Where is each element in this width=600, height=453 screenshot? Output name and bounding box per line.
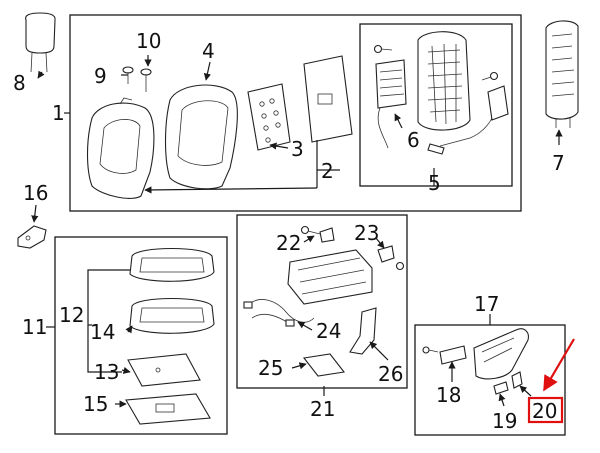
side-shield-part	[473, 328, 529, 380]
back-frame-cable-part	[427, 85, 509, 155]
callout-13: 13	[94, 360, 119, 384]
group-box-back-frame	[359, 23, 513, 187]
callout-labels: 1 2 3 4 5 6 7 8 9 10 11 12 13 14 15 16 1…	[13, 29, 565, 433]
callout-8: 8	[13, 71, 26, 95]
callout-3: 3	[291, 137, 304, 161]
highlight-arrow-20	[543, 338, 575, 392]
cushion-board-part	[127, 353, 201, 387]
lumbar-support-part	[375, 59, 407, 149]
small-clip-20	[511, 371, 523, 389]
callout-14: 14	[90, 320, 115, 344]
callout-7: 7	[552, 151, 565, 175]
back-frame-part	[417, 31, 471, 131]
callout-20: 20	[532, 399, 557, 423]
seat-harness-part	[243, 299, 315, 327]
callout-15: 15	[83, 392, 108, 416]
callout-16: 16	[23, 181, 48, 205]
callout-26: 26	[378, 362, 403, 386]
screw-part-9	[122, 66, 134, 84]
track-bolt-22	[300, 225, 335, 243]
cushion-pan-part	[125, 393, 211, 425]
callout-12: 12	[59, 303, 84, 327]
back-board-part	[303, 55, 353, 143]
shield-screw	[422, 346, 439, 354]
back-trim-panel-part	[545, 20, 579, 128]
track-bolt-23	[377, 245, 405, 271]
callout-17: 17	[474, 292, 499, 316]
back-frame-bolt-left	[373, 44, 393, 54]
highlight-box-20	[527, 396, 564, 424]
callout-19: 19	[492, 409, 517, 433]
callout-4: 4	[202, 39, 215, 63]
small-clip-19	[493, 381, 509, 395]
callout-9: 9	[94, 64, 107, 88]
callout-1: 1	[52, 101, 65, 125]
callout-10: 10	[136, 29, 161, 53]
callout-23: 23	[354, 221, 379, 245]
seat-back-cover-part	[165, 84, 238, 190]
callout-21: 21	[310, 397, 335, 421]
group-box-track	[236, 214, 408, 389]
callout-5: 5	[428, 171, 441, 195]
cushion-pad-part	[129, 297, 215, 334]
callout-2: 2	[321, 159, 334, 183]
bracket-part-16	[17, 225, 47, 249]
callout-24: 24	[316, 319, 341, 343]
seat-track-part	[287, 249, 373, 305]
highlight-20	[527, 338, 575, 424]
back-panel-part	[247, 83, 291, 151]
headrest-part	[25, 12, 56, 73]
callout-11: 11	[22, 315, 47, 339]
track-bracket-part	[302, 353, 346, 377]
seat-back-pad-part	[87, 97, 155, 199]
callout-18: 18	[436, 383, 461, 407]
group-box-cushion	[54, 236, 228, 435]
screw-part-10	[140, 68, 152, 92]
callout-22: 22	[276, 231, 301, 255]
callout-25: 25	[258, 356, 283, 380]
back-frame-bolt-right	[481, 71, 499, 81]
track-cover-part	[349, 307, 377, 355]
leader-lines	[31, 55, 563, 408]
cushion-cover-part	[129, 247, 215, 282]
callout-6: 6	[407, 128, 420, 152]
switch-knob-part	[439, 345, 467, 365]
